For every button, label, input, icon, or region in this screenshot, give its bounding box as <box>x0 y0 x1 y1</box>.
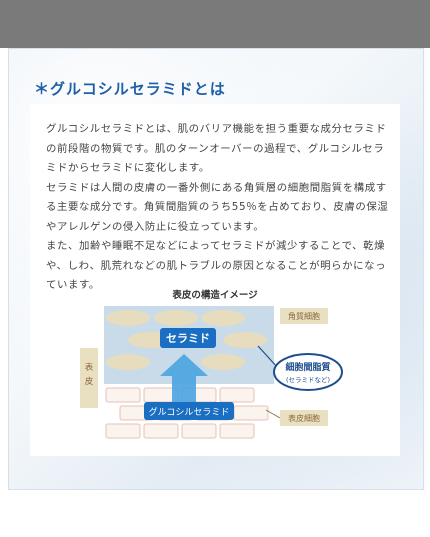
horny-cell <box>154 310 198 326</box>
horny-cell <box>223 332 267 348</box>
paragraph-3: また、加齢や睡眠不足などによってセラミドが減少することで、乾燥や、しわ、肌荒れな… <box>46 240 387 291</box>
section-heading: ＊グルコシルセラミドとは <box>34 80 226 98</box>
epidermis-connector <box>265 409 281 419</box>
horny-cell-label-box <box>280 308 328 324</box>
epidermis-cell-label: 表皮細胞 <box>288 413 320 423</box>
glucosyl-box <box>144 402 234 420</box>
lipid-label: 細胞間脂質 <box>285 361 330 373</box>
epidermis-diagram: 表 皮 セラミド <box>80 306 343 439</box>
horny-cell <box>201 310 245 326</box>
horny-cell <box>106 310 150 326</box>
lipid-connector <box>257 345 279 369</box>
epidermis-cell-label-box <box>280 410 328 426</box>
paragraph-1: グルコシルセラミドとは、肌のバリア機能を担う重要な成分セラミドの前段階の物質です… <box>46 123 387 174</box>
lipid-bubble <box>273 353 343 391</box>
paragraph-2: セラミドは人間の皮膚の一番外側にある角質層の細胞間脂質を構成する主要な成分です。… <box>46 181 389 233</box>
body-text: グルコシルセラミドとは、肌のバリア機能を担う重要な成分セラミドの前段階の物質です… <box>46 120 390 296</box>
ceramide-box <box>160 328 216 348</box>
skin-layers <box>104 306 274 439</box>
epidermis-side-bar <box>80 348 98 408</box>
horny-cell <box>201 354 245 370</box>
diagram-title: 表皮の構造イメージ <box>172 290 258 301</box>
ceramide-label: セラミド <box>166 332 210 345</box>
glucosyl-label: グルコシルセラミド <box>149 406 230 418</box>
epidermis-side-label-bottom: 皮 <box>85 376 94 387</box>
top-dark-band <box>0 0 430 48</box>
lipid-sub-label: (セラミドなど) <box>286 376 330 384</box>
epidermis-side-label-top: 表 <box>85 362 94 373</box>
horny-cell <box>106 354 150 370</box>
up-arrow-icon <box>160 354 208 406</box>
horny-cell-label: 角質細胞 <box>288 311 320 321</box>
